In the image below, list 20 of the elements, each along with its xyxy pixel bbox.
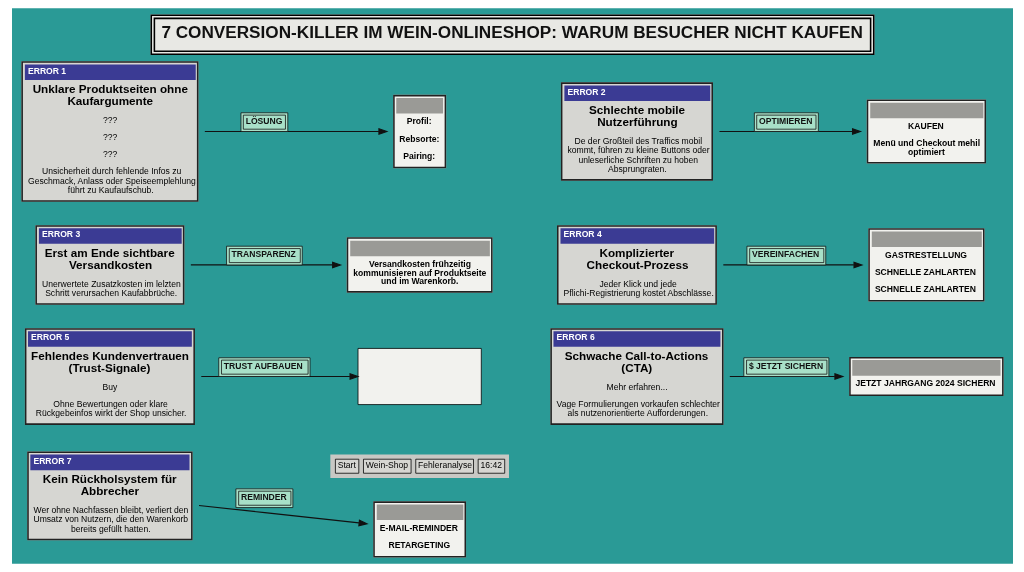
edge-label: REMINDER xyxy=(240,491,287,502)
arrow xyxy=(728,372,845,381)
arrow xyxy=(203,127,389,136)
edge-label: VEREINFACHEN xyxy=(751,248,819,259)
node-box xyxy=(357,348,482,405)
arrow xyxy=(722,261,864,269)
label: Wein-Shop xyxy=(365,460,408,471)
arrow xyxy=(718,127,862,136)
label: 16:42 xyxy=(480,460,502,471)
edge-label: OPTIMIEREN xyxy=(758,115,812,126)
diagram-title: 7 CONVERSION-KILLER IM WEIN-ONLINESHOP: WARUM BESUCHER NICHT KAUFEN xyxy=(160,22,863,43)
arrow xyxy=(189,261,342,269)
arrow xyxy=(200,372,360,381)
edge-label: TRUST AUFBAUEN xyxy=(223,360,303,371)
label: Fehleranalyse xyxy=(417,460,472,471)
edge-label: $ JETZT SICHERN xyxy=(748,360,823,371)
label: Start xyxy=(337,460,356,471)
arrow xyxy=(197,504,369,527)
edge-label: TRANSPARENZ xyxy=(231,248,296,259)
edge-label: LÖSUNG xyxy=(245,115,282,126)
